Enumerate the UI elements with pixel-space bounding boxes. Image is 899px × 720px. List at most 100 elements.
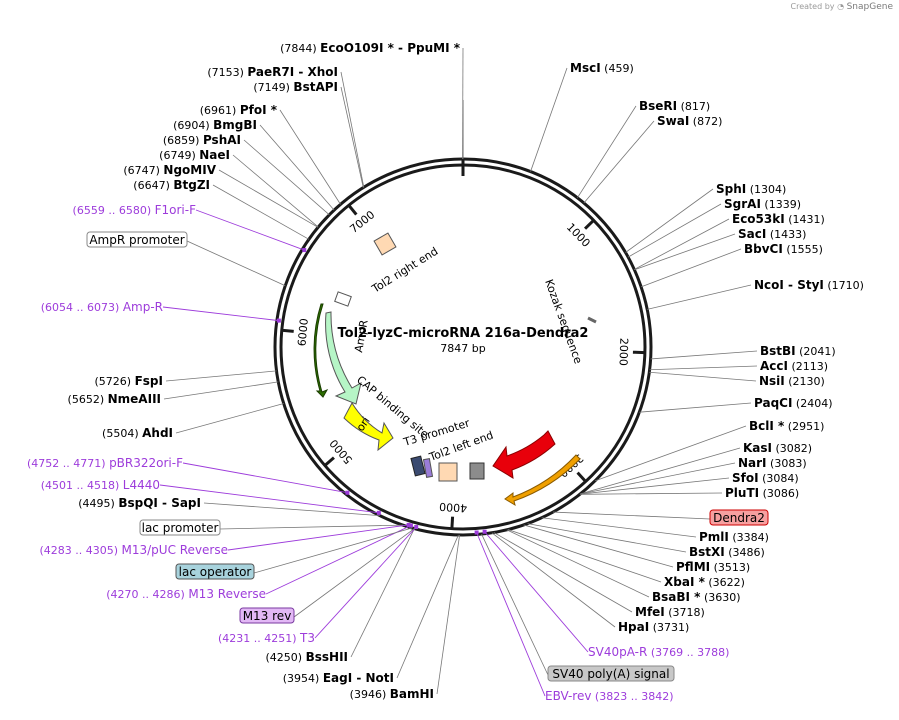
- feature-leader: [553, 512, 710, 519]
- tol2-left-end-feature[interactable]: [439, 463, 484, 481]
- primer-label[interactable]: (6054 .. 6073) Amp-R: [41, 300, 163, 314]
- enzyme-leader: [626, 189, 713, 253]
- primer-label[interactable]: (4283 .. 4305) M13/pUC Reverse: [39, 543, 228, 557]
- primer-label[interactable]: (4270 .. 4286) M13 Reverse: [106, 587, 266, 601]
- enzyme-site[interactable]: (6647) BtgZI: [133, 178, 210, 192]
- primer-site: [377, 511, 381, 515]
- enzyme-site[interactable]: (5726) FspI: [95, 374, 163, 388]
- enzyme-site[interactable]: SgrAI (1339): [724, 197, 801, 211]
- enzyme-site[interactable]: NarI (3083): [738, 456, 807, 470]
- enzyme-site[interactable]: PaqCI (2404): [754, 396, 833, 410]
- feature-label: lac operator: [179, 565, 252, 579]
- snapgene-logo-icon: ◔: [837, 2, 844, 11]
- primer-site: [345, 491, 349, 495]
- tol2-right-end[interactable]: [374, 233, 396, 255]
- enzyme-site[interactable]: HpaI (3731): [618, 620, 689, 634]
- feature-leader: [220, 525, 403, 529]
- enzyme-site[interactable]: XbaI * (3622): [664, 575, 745, 589]
- snapgene-brand: Created by ◔ SnapGene: [791, 2, 894, 12]
- enzyme-site[interactable]: SfoI (3084): [732, 471, 799, 485]
- primer-label[interactable]: (6559 .. 6580) F1ori-F: [73, 203, 197, 217]
- enzyme-site[interactable]: (7844) EcoO109I * - PpuMI *: [280, 41, 461, 55]
- dendra2-arrow[interactable]: [493, 431, 555, 478]
- primer-label[interactable]: SV40pA-R (3769 .. 3788): [588, 645, 729, 659]
- enzyme-site[interactable]: (6749) NaeI: [159, 148, 230, 162]
- enzyme-site[interactable]: MfeI (3718): [635, 605, 705, 619]
- tol2-right-label: Tol2 right end: [369, 245, 441, 296]
- tick-mark: [325, 458, 334, 466]
- feature-label: SV40 poly(A) signal: [552, 667, 669, 681]
- enzyme-site[interactable]: KasI (3082): [743, 441, 812, 455]
- enzyme-site[interactable]: (5504) AhdI: [102, 426, 173, 440]
- primer-site: [414, 525, 418, 529]
- enzyme-leader: [176, 404, 284, 433]
- enzyme-site[interactable]: BbvCI (1555): [744, 242, 823, 256]
- enzyme-site[interactable]: SacI (1433): [738, 227, 806, 241]
- enzyme-site[interactable]: (4250) BssHII: [266, 650, 348, 664]
- feature-leader: [294, 529, 414, 617]
- ampr-promoter-arrow[interactable]: [314, 304, 327, 397]
- primer-label[interactable]: (4501 .. 4518) L4440: [41, 478, 160, 492]
- enzyme-leader: [508, 530, 661, 582]
- primer-site: [302, 248, 306, 252]
- enzyme-site[interactable]: (6859) PshAI: [163, 133, 241, 147]
- tick-mark: [452, 517, 453, 529]
- tick-label: 7000: [347, 208, 377, 236]
- primer-label[interactable]: EBV-rev (3823 .. 3842): [545, 689, 674, 703]
- enzyme-site[interactable]: BstBI (2041): [760, 344, 836, 358]
- tick-mark: [585, 220, 594, 228]
- tick-mark: [349, 205, 357, 214]
- primer-leader: [485, 532, 588, 652]
- tick-mark: [578, 473, 586, 482]
- enzyme-site[interactable]: PluTI (3086): [725, 486, 799, 500]
- enzyme-leader: [280, 110, 341, 204]
- enzyme-site[interactable]: (7153) PaeR7I - XhoI: [207, 65, 338, 79]
- enzyme-site[interactable]: (6961) PfoI *: [200, 103, 278, 117]
- tick-label: 6000: [295, 318, 311, 347]
- feature-label: lac promoter: [142, 521, 219, 535]
- enzyme-site[interactable]: (3946) BamHI: [350, 687, 434, 701]
- enzyme-site[interactable]: NsiI (2130): [759, 374, 825, 388]
- enzyme-leader: [580, 493, 722, 494]
- enzyme-site[interactable]: MscI (459): [570, 61, 634, 75]
- enzyme-site[interactable]: BsaBI * (3630): [652, 590, 741, 604]
- enzyme-site[interactable]: (5652) NmeAIII: [68, 392, 161, 406]
- enzyme-site[interactable]: SwaI (872): [657, 114, 722, 128]
- enzyme-leader: [647, 285, 751, 309]
- primer-label[interactable]: (4231 .. 4251) T3: [218, 631, 315, 645]
- enzyme-leader: [634, 234, 735, 270]
- enzyme-site[interactable]: (4495) BspQI - SapI: [78, 496, 201, 510]
- enzyme-site[interactable]: (6904) BmgBI: [173, 118, 257, 132]
- enzyme-site[interactable]: SphI (1304): [716, 182, 786, 196]
- enzyme-site[interactable]: NcoI - StyI (1710): [754, 278, 864, 292]
- enzyme-leader: [580, 463, 735, 494]
- ampr-label: AmpR: [352, 319, 371, 354]
- enzyme-site[interactable]: (3954) EagI - NotI: [283, 671, 394, 685]
- primer-leader: [163, 307, 279, 321]
- enzyme-site[interactable]: (7149) BstAPI: [253, 80, 338, 94]
- primer-leader: [266, 526, 411, 594]
- enzyme-site[interactable]: BseRI (817): [639, 99, 710, 113]
- enzyme-site[interactable]: BclI * (2951): [749, 419, 824, 433]
- enzyme-site[interactable]: PflMI (3513): [676, 560, 750, 574]
- enzyme-site[interactable]: PmlI (3384): [699, 530, 769, 544]
- feature-leader: [482, 534, 548, 675]
- snapgene-label: SnapGene: [847, 2, 893, 12]
- enzyme-site[interactable]: Eco53kI (1431): [732, 212, 825, 226]
- feature-leader: [254, 528, 412, 573]
- primer-label[interactable]: (4752 .. 4771) pBR322ori-F: [27, 456, 183, 470]
- primer-leader: [183, 463, 347, 493]
- enzyme-leader: [351, 529, 414, 657]
- enzyme-site[interactable]: (6747) NgoMIV: [123, 163, 216, 177]
- primer-site: [475, 531, 479, 535]
- lac-feature-stack[interactable]: [411, 456, 433, 477]
- kozak-sequence-feature[interactable]: [588, 318, 596, 322]
- enzyme-site[interactable]: AccI (2113): [760, 359, 828, 373]
- enzyme-leader: [213, 185, 309, 239]
- enzyme-labels: MscI (459) BseRI (817)SwaI (872) SphI (130…: [27, 41, 864, 703]
- enzyme-leader: [494, 532, 632, 612]
- kozak-label: Kozak sequence: [542, 278, 585, 366]
- enzyme-site[interactable]: BstXI (3486): [689, 545, 765, 559]
- primer-site: [409, 524, 413, 528]
